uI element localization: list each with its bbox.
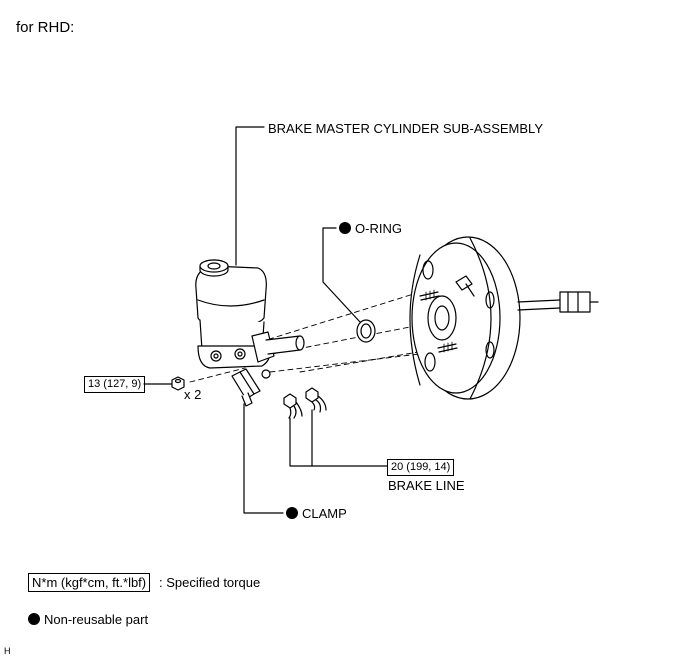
non-reusable-mark-icon (286, 507, 298, 519)
corner-mark: H (4, 646, 11, 656)
legend-nonreusable: Non-reusable part (28, 612, 148, 627)
clamp-label: CLAMP (302, 506, 347, 521)
mounting-nut (171, 376, 185, 391)
brake-line-fittings (283, 387, 327, 419)
brake-line-label: BRAKE LINE (388, 478, 465, 493)
legend-torque-box: N*m (kgf*cm, ft.*lbf) (28, 573, 151, 592)
nut-quantity: x 2 (184, 387, 202, 402)
o-ring-label-group: O-RING (339, 221, 402, 236)
legend-nonreusable-description: Non-reusable part (44, 612, 149, 627)
variant-title: for RHD: (16, 19, 75, 36)
non-reusable-mark-icon (339, 222, 351, 234)
master-cylinder-label: BRAKE MASTER CYLINDER SUB-ASSEMBLY (268, 121, 543, 136)
o-ring-part (356, 319, 376, 343)
clamp-part (231, 368, 261, 407)
legend-torque-description: : Specified torque (159, 575, 261, 590)
master-cylinder-part (195, 259, 305, 379)
leader-lines (143, 126, 388, 514)
o-ring-label: O-RING (355, 221, 402, 236)
brake-booster (409, 236, 599, 400)
non-reusable-mark-icon (28, 613, 40, 625)
clamp-label-group: CLAMP (286, 506, 347, 521)
brake-line-torque-value: 20 (199, 14) (387, 459, 455, 476)
